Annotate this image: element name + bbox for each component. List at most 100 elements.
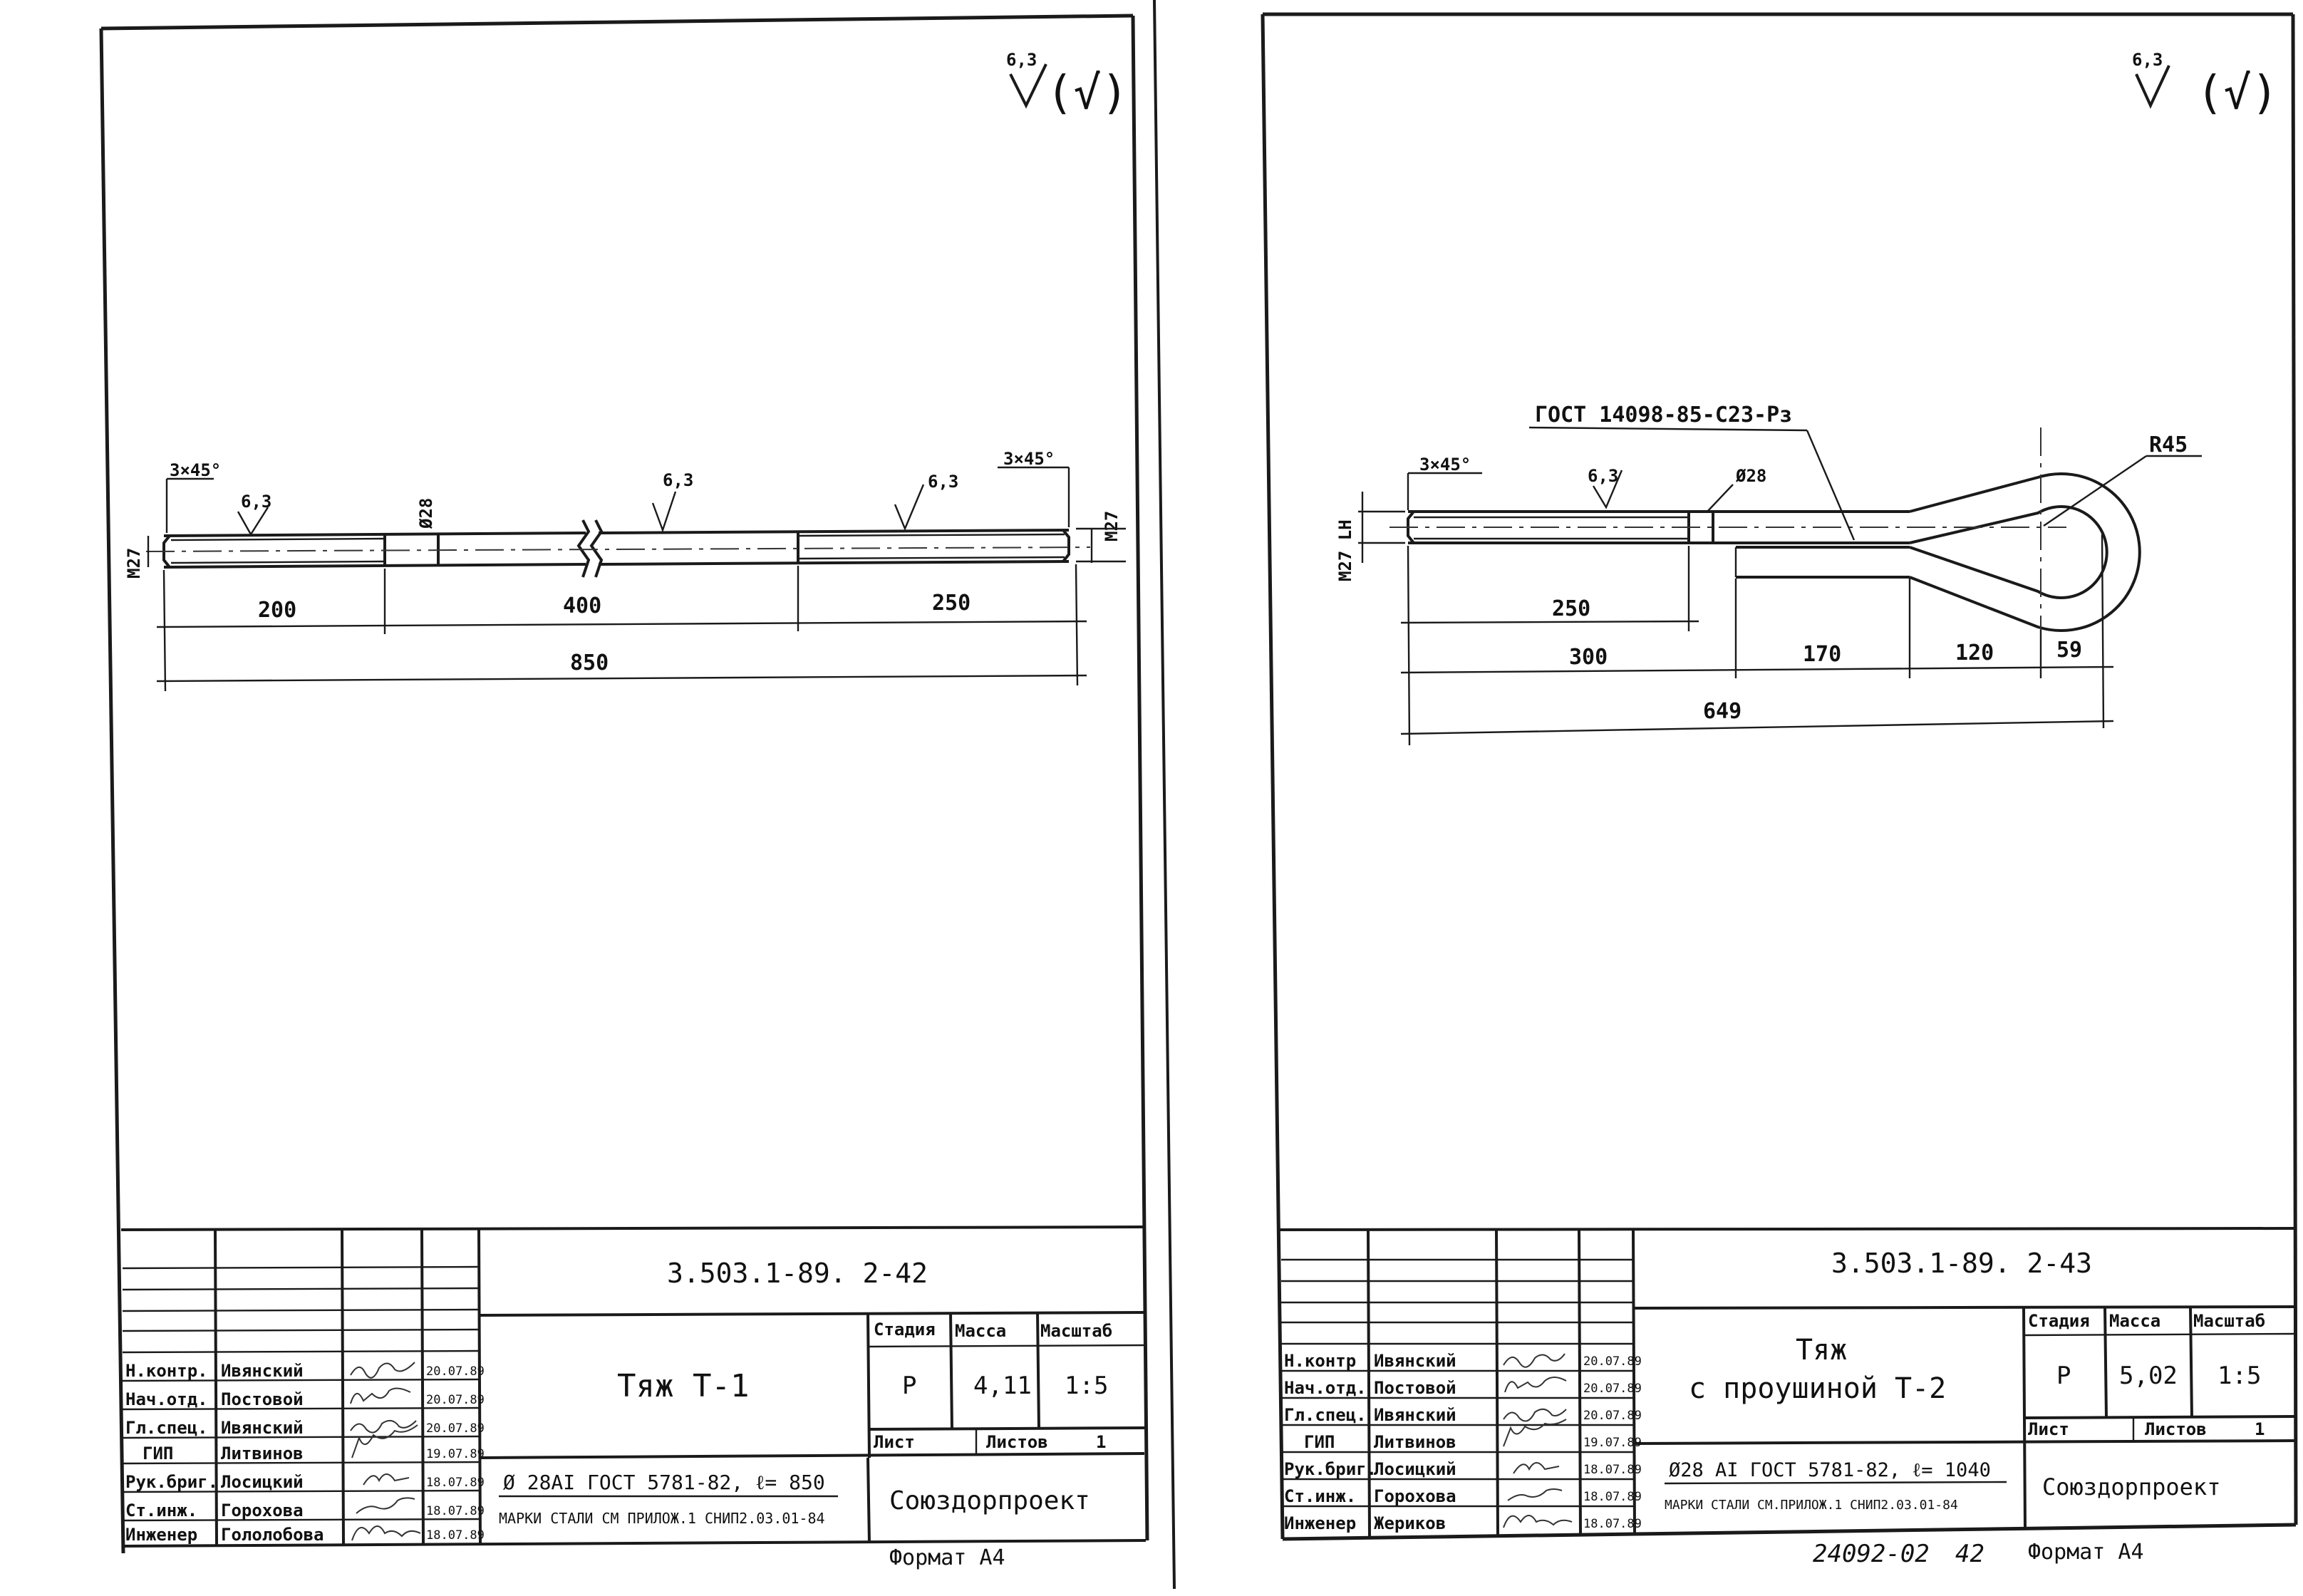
- right-name: Ивянский: [1374, 1351, 1456, 1371]
- t2-ext-right: [2101, 534, 2105, 729]
- left-frame-left: [99, 28, 125, 1554]
- right-frame-bottom: [1282, 1523, 2297, 1541]
- left-roughness-bracket: (√): [1046, 67, 1129, 120]
- tbl-l-h2: [122, 1287, 481, 1291]
- left-signatures: [350, 1362, 421, 1541]
- left-role: Рук.бриг.: [125, 1472, 218, 1492]
- right-name: Лосицкий: [1374, 1459, 1456, 1479]
- left-scale-label: Масштаб: [1040, 1321, 1112, 1341]
- t2-gost-leader: [1806, 430, 1856, 541]
- left-role: Н.контр.: [125, 1361, 208, 1381]
- right-material: Ø28 AI ГОСТ 5781-82, ℓ= 1040: [1669, 1459, 1991, 1481]
- tbl-r-v2: [1495, 1229, 1499, 1537]
- signature-icon: [351, 1424, 418, 1458]
- right-sheets-count: 1: [2255, 1419, 2265, 1439]
- right-scale-label: Масштаб: [2193, 1311, 2265, 1331]
- t2-radius-leader: [2043, 455, 2147, 527]
- tbl-r-v1: [1367, 1229, 1371, 1538]
- signature-icon: [350, 1362, 415, 1379]
- right-role: Ст.инж.: [1284, 1486, 1356, 1506]
- t1-chamfer-right: 3×45°: [1003, 449, 1055, 469]
- t1-roughness-3: 6,3: [928, 472, 958, 492]
- rod-t1-centerline: [145, 546, 1091, 552]
- right-signatures: [1503, 1353, 1573, 1528]
- rod-t2: [1389, 428, 2141, 663]
- left-name: Гололобова: [221, 1525, 324, 1545]
- tbl-l-v1: [214, 1229, 218, 1545]
- left-frame-top: [100, 14, 1134, 31]
- tbl-l-h10: [122, 1489, 481, 1493]
- right-role: Рук.бриг.: [1284, 1459, 1377, 1479]
- t2-dim-59: 59: [2056, 638, 2082, 663]
- t2-chamfer: 3×45°: [1419, 455, 1471, 475]
- left-name: Лосицкий: [221, 1472, 304, 1492]
- t1-dim-250: 250: [932, 591, 971, 616]
- t1-thread-right: M27: [1102, 511, 1122, 542]
- signature-icon: [1504, 1377, 1567, 1393]
- signature-icon: [356, 1497, 415, 1514]
- right-date: 18.07.89: [1583, 1463, 1642, 1477]
- left-material: Ø 28AI ГОСТ 5781-82, ℓ= 850: [503, 1471, 825, 1494]
- signature-icon: [1503, 1353, 1565, 1368]
- t2-dim-170: 170: [1803, 642, 1841, 667]
- right-frame-left: [1261, 14, 1285, 1540]
- tbl-l-h14: [480, 1452, 1145, 1459]
- t1-roughness-2-icon: [651, 491, 677, 533]
- left-doc-number: 3.503.1-89. 2-42: [667, 1258, 928, 1289]
- left-role: Гл.спец.: [125, 1418, 208, 1438]
- t2-ext-left: [1407, 545, 1411, 746]
- right-steel-note: МАРКИ СТАЛИ СМ.ПРИЛОЖ.1 СНИП2.03.01-84: [1665, 1498, 1958, 1513]
- left-stage: Р: [902, 1372, 916, 1400]
- rod-t1-thread-right-b: [797, 556, 1065, 560]
- left-name: Ивянский: [221, 1361, 304, 1381]
- right-sheet-label: Лист: [2028, 1419, 2069, 1439]
- left-name: Ивянский: [221, 1418, 304, 1438]
- tbl-r-top: [1279, 1227, 2295, 1231]
- right-org: Союздорпроект: [2042, 1473, 2220, 1501]
- tbl-r-h13: [2023, 1415, 2295, 1419]
- rod-t1-thread-right-a: [797, 533, 1065, 537]
- rod-t1-top-edge-a: [163, 532, 586, 537]
- t2-dim-line-250: [1400, 620, 1699, 624]
- left-date: 18.07.89: [426, 1504, 485, 1518]
- rod-t1-top-edge-b: [598, 529, 1070, 534]
- tbl-l-top: [120, 1226, 1145, 1231]
- right-roughness-icon: [2135, 65, 2170, 109]
- left-format: Формат А4: [889, 1545, 1005, 1570]
- rod-t1-break-a: [576, 519, 591, 578]
- t2-roughness-icon: [1592, 470, 1623, 509]
- signature-icon: [363, 1473, 410, 1486]
- left-steel-note: МАРКИ СТАЛИ СМ ПРИЛОЖ.1 СНИП2.03.01-84: [499, 1510, 825, 1527]
- tbl-l-h4: [122, 1328, 481, 1332]
- t1-dim-400: 400: [563, 594, 601, 618]
- t1-dim-200: 200: [258, 598, 296, 623]
- left-name: Литвинов: [221, 1444, 304, 1463]
- signature-icon: [350, 1419, 417, 1434]
- tbl-l-h12: [867, 1344, 1145, 1348]
- tbl-l-v7: [1036, 1312, 1040, 1430]
- left-sheet-label: Лист: [874, 1432, 915, 1452]
- rod-t1-right-chamfer: [1062, 529, 1070, 563]
- right-date: 18.07.89: [1583, 1490, 1642, 1504]
- right-role: Нач.отд.: [1284, 1378, 1367, 1398]
- right-date: 20.07.89: [1583, 1409, 1642, 1423]
- left-staff-roles: Н.контр. Нач.отд. Гл.спец. ГИП Рук.бриг.…: [125, 1361, 218, 1545]
- tbl-l-bottom: [122, 1539, 1147, 1548]
- rod-t1-thread-left-b: [170, 560, 385, 564]
- tbl-r-v3: [1578, 1229, 1582, 1535]
- tbl-l-v3: [420, 1229, 425, 1545]
- t2-diameter-leader: [1707, 484, 1734, 512]
- left-date: 20.07.89: [426, 1393, 485, 1407]
- left-mass-label: Масса: [955, 1321, 1006, 1341]
- signature-icon: [1507, 1488, 1563, 1501]
- right-staff-roles: Н.контр Нач.отд. Гл.спец. ГИП Рук.бриг. …: [1284, 1351, 1377, 1533]
- tbl-r-h12: [2023, 1332, 2295, 1337]
- t2-diameter: Ø28: [1735, 466, 1766, 486]
- signature-icon: [350, 1387, 411, 1404]
- left-role: Нач.отд.: [125, 1389, 208, 1409]
- left-role: Ст.инж.: [125, 1501, 197, 1520]
- signature-icon: [351, 1525, 421, 1541]
- tbl-l-h9: [122, 1461, 481, 1465]
- left-scale: 1:5: [1065, 1372, 1108, 1400]
- t1-thread-left: M27: [124, 548, 144, 579]
